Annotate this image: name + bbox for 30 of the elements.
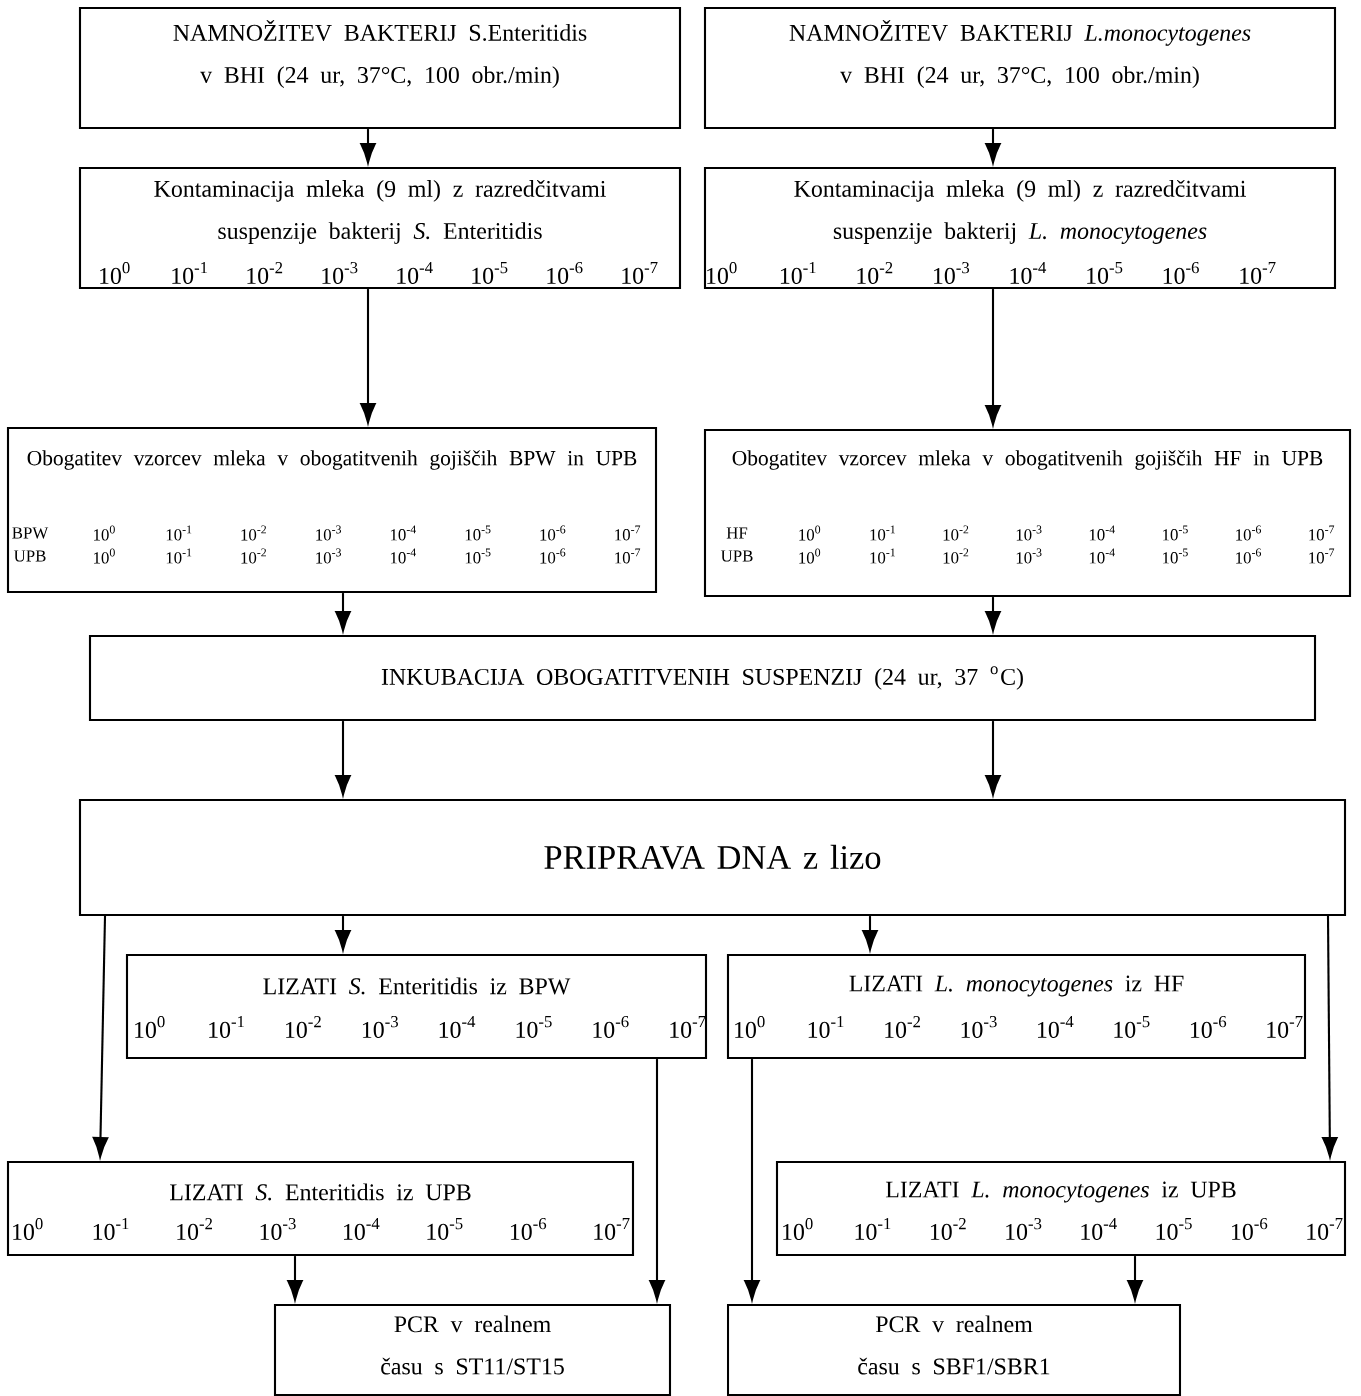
- arrow: [1127, 1256, 1143, 1301]
- arrow: [335, 593, 351, 632]
- process-box: NAMNOŽITEV BAKTERIJ L.monocytogenes v BHI (24 ur, 37°C, 100 obr./min): [703, 6, 1337, 130]
- arrow: [862, 916, 878, 951]
- process-box: Obogatitev vzorcev mleka v obogatitvenih gojiščih HF in UPB HF 10$^{0}$ 10$^{-1}$ 10$^{-2}$ 10$^{-3}$ 10$^{-4}$ 10$^{-5}$ 10$^{-6}$ 10$^{-7}$ UPB 10$^{0}$ 10$^{-1}$ 10$^{-2}$ 10$^{-3}$ 10$^{-4}$ 10$^{-5}$ 10$^{-6}$ 10$^{-7}$: [703, 428, 1352, 598]
- arrow: [335, 721, 351, 796]
- process-box: INKUBACIJA OBOGATITVENIH SUSPENZIJ (24 ur, 37 $^{o}$C): [88, 634, 1317, 722]
- arrow: [985, 597, 1001, 632]
- arrow: [287, 1256, 303, 1301]
- process-box: LIZATI L. monocytogenes iz HF 10$^{0}$ 10$^{-1}$ 10$^{-2}$ 10$^{-3}$ 10$^{-4}$ 10$^{-5}$ 10$^{-6}$ 10$^{-7}$: [726, 953, 1307, 1060]
- process-box: PCR v realnem času s ST11/ST15: [273, 1303, 672, 1396]
- arrow: [92, 916, 109, 1158]
- arrow: [335, 916, 351, 951]
- process-box: LIZATI S. Enteritidis iz UPB 10$^{0}$ 10$^{-1}$ 10$^{-2}$ 10$^{-3}$ 10$^{-4}$ 10$^{-5}$ 10$^{-6}$ 10$^{-7}$: [6, 1160, 635, 1257]
- process-box: Kontaminacija mleka (9 ml) z razredčitvami suspenzije bakterij L. monocytogenes 10$^{0}$ 10$^{-1}$ 10$^{-2}$ 10$^{-3}$ 10$^{-4}$ 10$^{-5}$ 10$^{-6}$ 10$^{-7}$: [703, 166, 1337, 290]
- arrow: [360, 289, 376, 424]
- process-box: Kontaminacija mleka (9 ml) z razredčitvami suspenzije bakterij S. Enteritidis 10$^{0}$ 10$^{-1}$ 10$^{-2}$ 10$^{-3}$ 10$^{-4}$ 10$^{-5}$ 10$^{-6}$ 10$^{-7}$: [78, 166, 682, 290]
- process-box: Obogatitev vzorcev mleka v obogatitvenih gojiščih BPW in UPB BPW 10$^{0}$ 10$^{-1}$ 10$^{-2}$ 10$^{-3}$ 10$^{-4}$ 10$^{-5}$ 10$^{-6}$ 10$^{-7}$ UPB 10$^{0}$ 10$^{-1}$ 10$^{-2}$ 10$^{-3}$ 10$^{-4}$ 10$^{-5}$ 10$^{-6}$ 10$^{-7}$: [6, 426, 658, 594]
- arrow: [649, 1059, 665, 1301]
- arrow: [360, 129, 376, 164]
- arrow: [985, 289, 1001, 426]
- arrow: [1322, 916, 1338, 1158]
- arrow: [985, 721, 1001, 796]
- process-box: NAMNOŽITEV BAKTERIJ S.Enteritidis v BHI (24 ur, 37°C, 100 obr./min): [78, 6, 682, 130]
- process-box: LIZATI S. Enteritidis iz BPW 10$^{0}$ 10$^{-1}$ 10$^{-2}$ 10$^{-3}$ 10$^{-4}$ 10$^{-5}$ 10$^{-6}$ 10$^{-7}$: [125, 953, 708, 1060]
- arrow: [744, 1059, 760, 1301]
- arrow: [985, 129, 1001, 164]
- process-box: PCR v realnem času s SBF1/SBR1: [726, 1303, 1182, 1396]
- process-box: LIZATI L. monocytogenes iz UPB 10$^{0}$ 10$^{-1}$ 10$^{-2}$ 10$^{-3}$ 10$^{-4}$ 10$^{-5}$ 10$^{-6}$ 10$^{-7}$: [775, 1160, 1347, 1257]
- process-box: PRIPRAVA DNA z lizo: [78, 798, 1347, 917]
